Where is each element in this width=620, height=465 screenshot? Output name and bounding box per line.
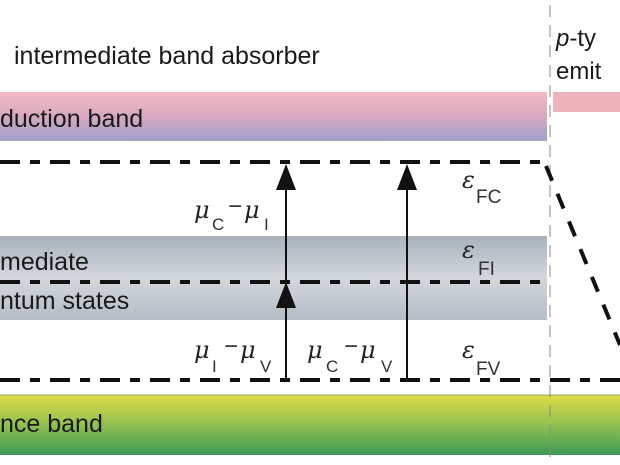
svg-text:C: C	[326, 357, 338, 376]
svg-text:FV: FV	[476, 359, 501, 380]
svg-text:I: I	[212, 357, 217, 376]
svg-text:FC: FC	[476, 187, 501, 208]
valence-band-label: nce band	[0, 410, 103, 438]
svg-text:FI: FI	[478, 259, 495, 280]
svg-text:V: V	[381, 357, 393, 376]
absorber-title: intermediate band absorber	[14, 42, 320, 70]
emitter-label: p-ty emit	[555, 25, 602, 85]
valence-band	[0, 395, 620, 455]
intermediate-band	[0, 236, 547, 320]
svg-text:μ: μ	[240, 336, 256, 364]
arrow-iv-ci	[276, 164, 296, 381]
emitter-fermi-level	[544, 165, 620, 346]
label-mu-i-minus-mu-v: μ I − μ V	[194, 333, 272, 376]
svg-text:I: I	[264, 215, 269, 234]
svg-text:−: −	[224, 333, 238, 360]
label-mu-c-minus-mu-i: μ C − μ I	[194, 193, 269, 234]
conduction-band-label: duction band	[0, 105, 143, 133]
svg-text:emit: emit	[556, 58, 602, 85]
emitter-conduction-band	[553, 92, 620, 112]
label-epsilon-fv: ε FV	[462, 336, 501, 380]
svg-text:p-ty: p-ty	[555, 25, 596, 52]
svg-text:μ: μ	[244, 196, 260, 224]
svg-text:ε: ε	[462, 166, 475, 194]
svg-text:ε: ε	[462, 236, 475, 264]
svg-text:μ: μ	[194, 196, 210, 224]
svg-text:−: −	[344, 333, 358, 360]
conduction-band	[0, 92, 547, 141]
ib-label-line1: mediate	[0, 248, 89, 276]
svg-text:μ: μ	[194, 336, 210, 364]
label-epsilon-fc: ε FC	[462, 166, 501, 208]
svg-text:ε: ε	[462, 336, 475, 364]
label-epsilon-fi: ε FI	[462, 236, 495, 280]
arrow-cv	[397, 164, 417, 381]
label-mu-c-minus-mu-v: μ C − μ V	[307, 333, 393, 376]
svg-text:V: V	[260, 357, 272, 376]
svg-text:−: −	[228, 193, 242, 220]
svg-text:C: C	[212, 215, 224, 234]
ib-label-line2: ntum states	[0, 287, 129, 315]
svg-text:μ: μ	[360, 336, 376, 364]
svg-text:μ: μ	[307, 336, 323, 364]
